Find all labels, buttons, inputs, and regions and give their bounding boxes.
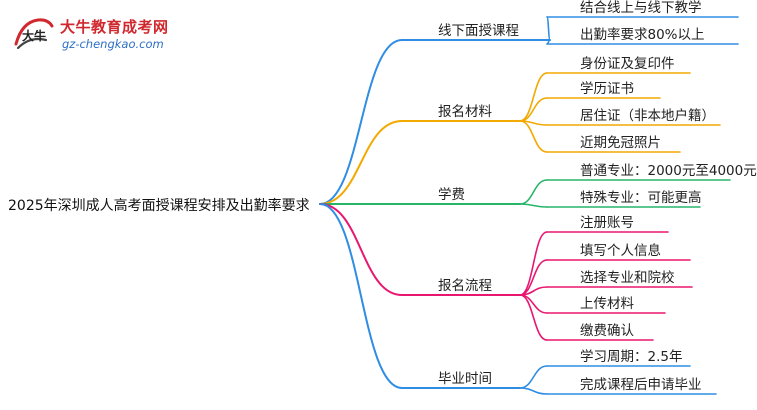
leaf-label: 缴费确认 — [580, 323, 634, 339]
branch-connector — [319, 203, 403, 296]
branch-label: 报名材料 — [438, 104, 492, 120]
branch-connector — [319, 39, 403, 205]
logo-mark-text: 大牛 — [22, 28, 46, 43]
leaf-label: 注册账号 — [580, 215, 634, 231]
leaf-label: 结合线上与线下教学 — [580, 0, 702, 16]
branch-label: 线下面授课程 — [438, 23, 519, 39]
leaf-label: 选择专业和院校 — [580, 270, 675, 286]
leaf-connector — [519, 120, 548, 153]
leaf-label: 学历证书 — [580, 81, 634, 97]
leaf-connector — [546, 16, 551, 41]
leaf-connector — [519, 231, 548, 296]
logo-url: gz-chengkao.com — [62, 37, 164, 51]
leaf-label: 上传材料 — [580, 296, 634, 312]
leaf-label: 出勤率要求80%以上 — [580, 27, 705, 43]
leaf-label: 特殊专业：可能更高 — [580, 190, 702, 206]
leaf-label: 填写个人信息 — [580, 243, 661, 259]
leaf-connector — [519, 97, 548, 122]
branch-connector — [319, 203, 403, 389]
leaf-label: 学习周期：2.5年 — [580, 349, 683, 365]
leaf-label: 普通专业：2000元至4000元 — [580, 163, 757, 179]
branch-connector — [319, 120, 403, 205]
leaf-label: 身份证及复印件 — [580, 56, 675, 72]
branch-label: 报名流程 — [438, 278, 492, 294]
site-logo[interactable]: 大牛 大牛教育成考网 gz-chengkao.com — [4, 10, 204, 54]
leaf-connector — [519, 387, 548, 395]
branch-label: 学费 — [438, 187, 465, 203]
leaf-label: 居住证（非本地户籍） — [580, 108, 715, 124]
leaf-label: 完成课程后申请毕业 — [580, 377, 702, 393]
bull-logo-icon: 大牛 — [14, 18, 54, 50]
leaf-connector — [519, 72, 548, 122]
leaf-connector — [519, 294, 548, 314]
leaf-label: 近期免冠照片 — [580, 135, 661, 151]
leaf-connector — [519, 179, 548, 205]
logo-title: 大牛教育成考网 — [60, 18, 169, 36]
leaf-connector — [519, 365, 548, 389]
mind-map-root: 2025年深圳成人高考面授课程安排及出勤率要求 — [8, 198, 310, 214]
leaf-connector — [519, 294, 548, 341]
leaf-connector — [519, 203, 548, 208]
branch-label: 毕业时间 — [438, 371, 492, 387]
